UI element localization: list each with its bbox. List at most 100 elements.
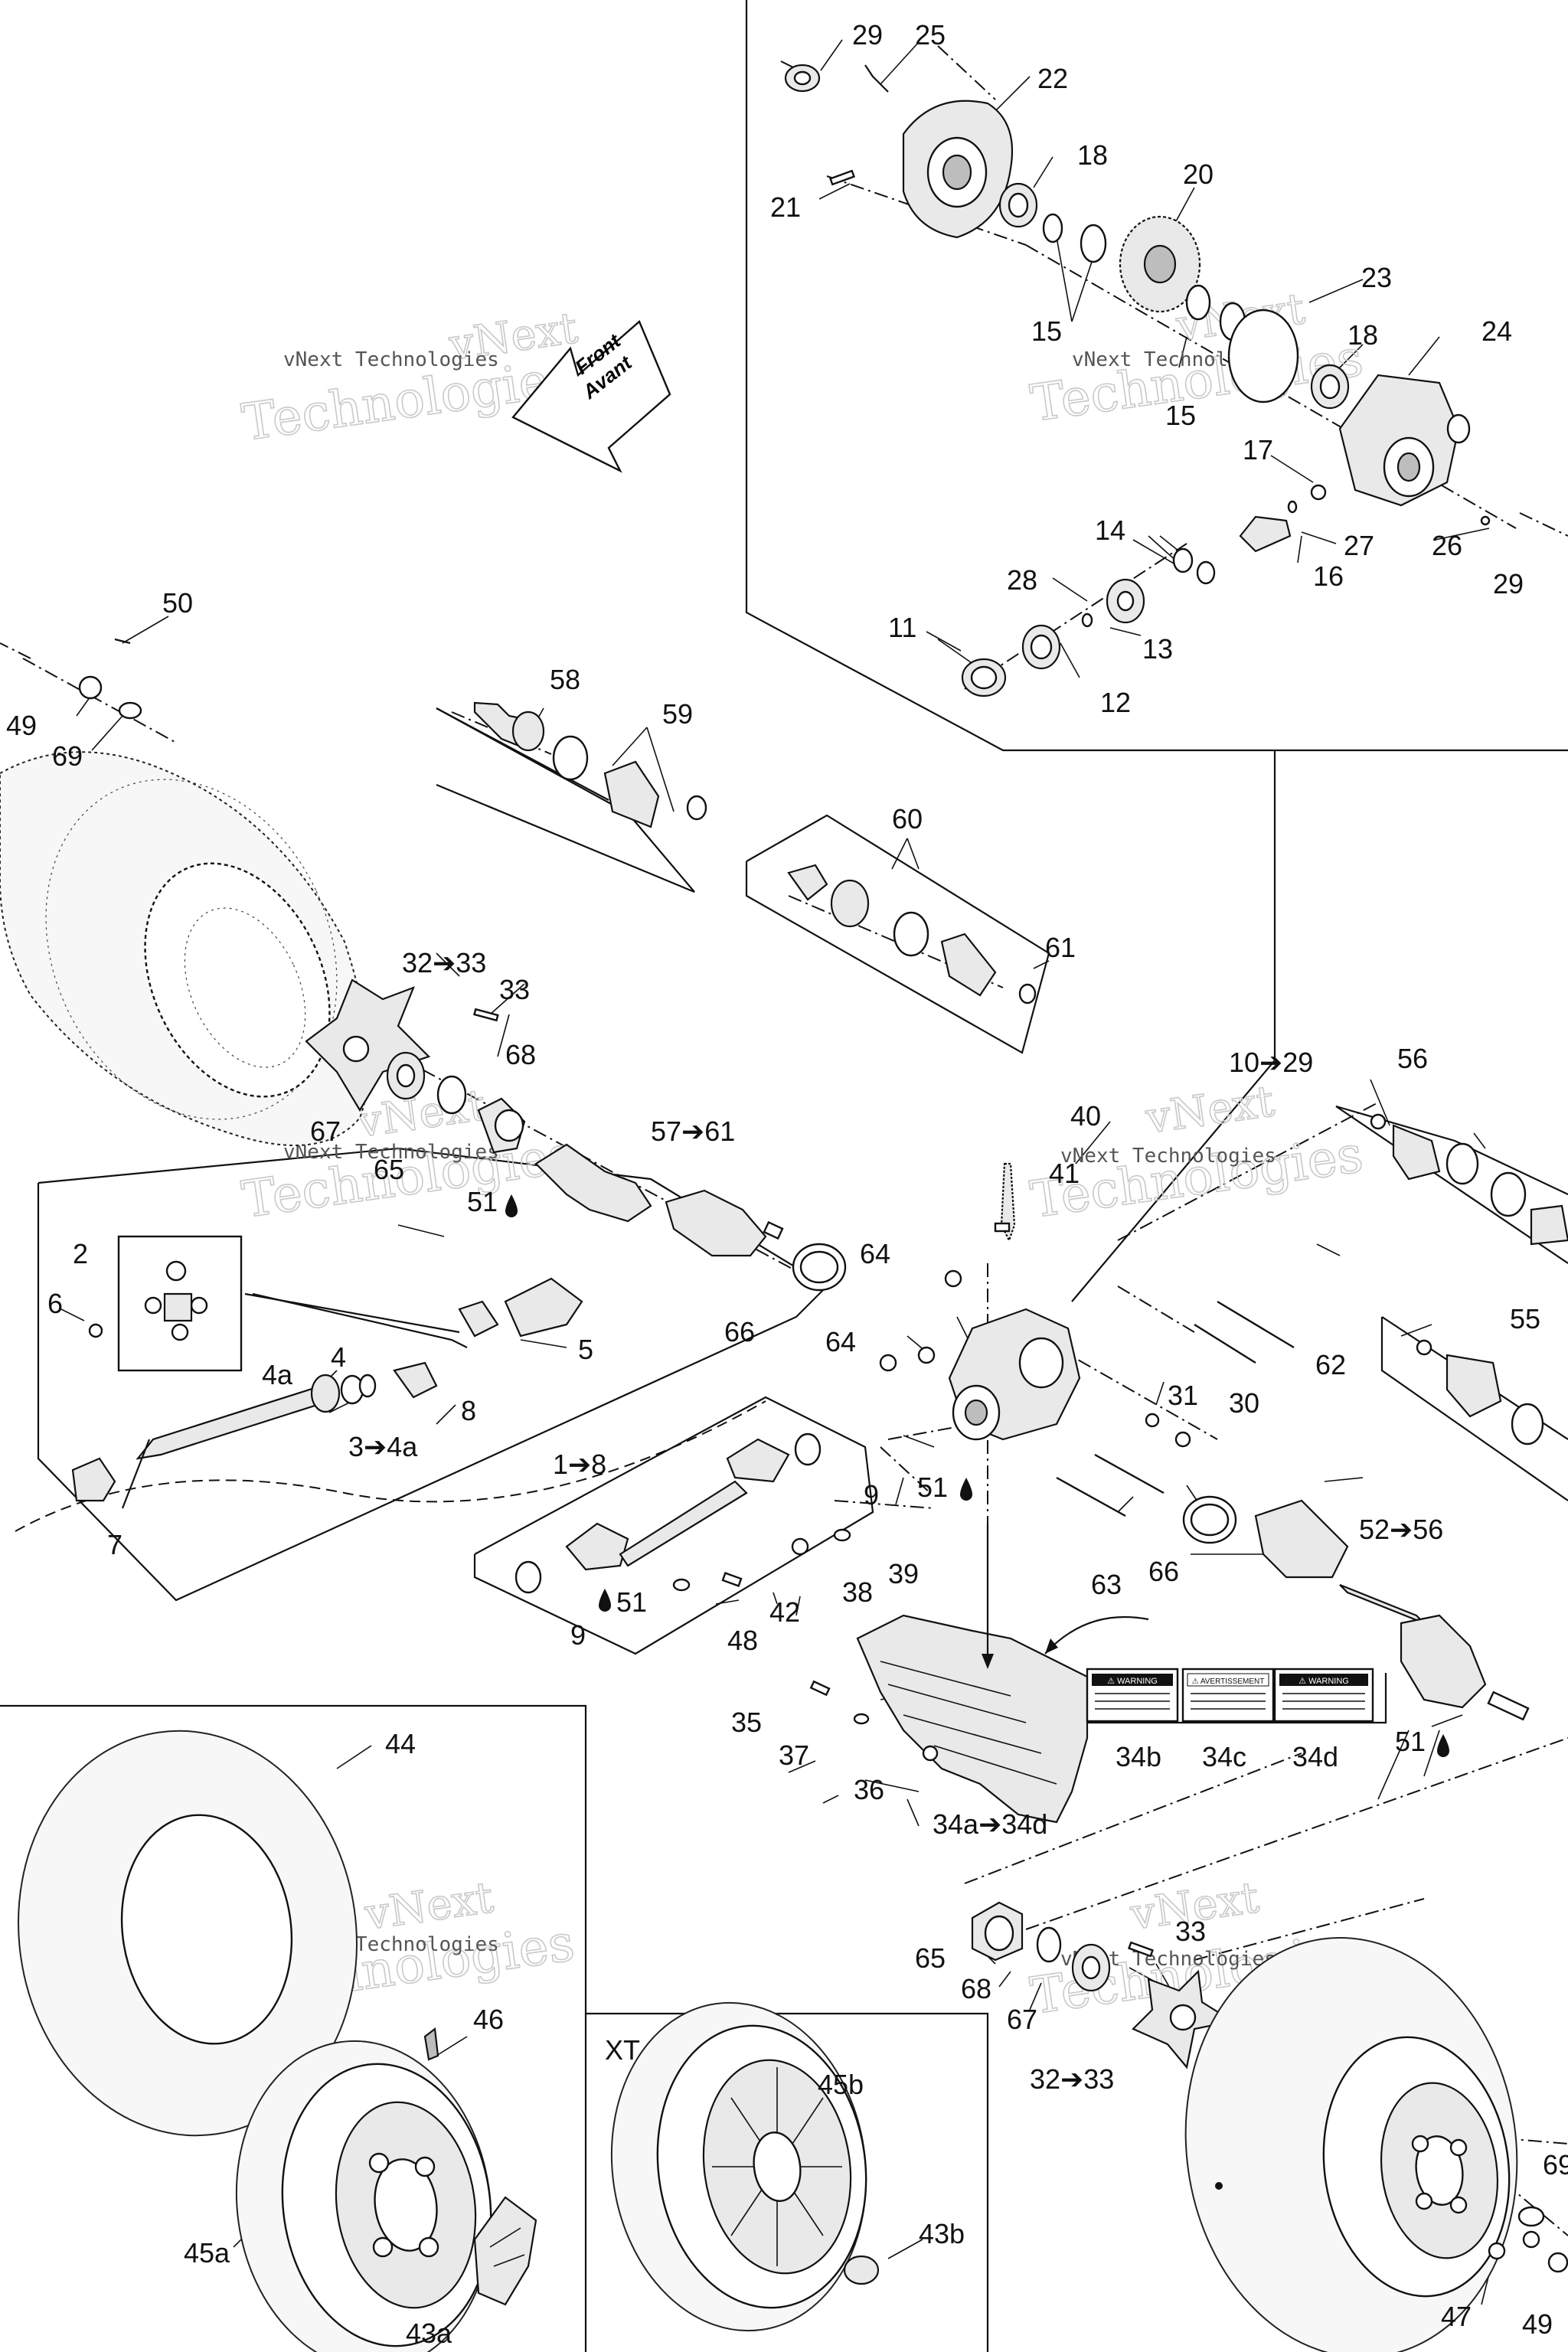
oil-drop-icon	[599, 1589, 611, 1612]
bolt-33a	[473, 1008, 499, 1022]
callout-66: 66	[1148, 1556, 1179, 1587]
callout-58: 58	[550, 664, 580, 695]
callout-31: 31	[1168, 1380, 1198, 1411]
callout-30: 30	[1229, 1387, 1259, 1419]
lower-right-wheel	[1184, 1937, 1568, 2352]
callout-42: 42	[769, 1596, 800, 1628]
callout-45a: 45a	[184, 2237, 230, 2269]
callout-17: 17	[1243, 434, 1273, 466]
callout-27: 27	[1344, 530, 1374, 561]
callout-64: 64	[825, 1326, 856, 1357]
nut-64b	[879, 1354, 897, 1372]
callout-60: 60	[892, 803, 923, 835]
joint-cage	[940, 933, 997, 997]
clip-56	[1370, 1113, 1387, 1130]
shim-15a	[1042, 213, 1063, 243]
callout-12: 12	[1100, 687, 1131, 718]
callout-49: 49	[1522, 2308, 1553, 2340]
callout-32-33: 32➔33	[1030, 2063, 1114, 2095]
callout-37: 37	[779, 1740, 809, 1771]
shim-15b	[1185, 284, 1211, 321]
callout-5: 5	[578, 1334, 593, 1365]
callout-65: 65	[915, 1942, 946, 1974]
callout-1-8: 1➔8	[553, 1449, 606, 1480]
differential-parts	[784, 64, 1491, 697]
callout-43b: 43b	[919, 2218, 965, 2249]
callout-44: 44	[385, 1728, 416, 1759]
bolt-33b	[1127, 1941, 1155, 1958]
valve-46	[423, 2027, 439, 2061]
nut-17	[1310, 484, 1327, 501]
lubricant-drop-icons	[505, 1194, 1449, 1757]
cv-joint-52a	[1254, 1499, 1349, 1579]
clip-55	[1416, 1339, 1432, 1356]
bolt-21	[828, 169, 856, 186]
svg-text:⚠ WARNING: ⚠ WARNING	[1298, 1677, 1349, 1686]
callout-2: 2	[73, 1238, 88, 1269]
flange-8	[458, 1300, 499, 1338]
callout-69: 69	[1543, 2149, 1568, 2180]
cotter-pin-50	[114, 638, 131, 645]
callout-8: 8	[461, 1395, 476, 1426]
nut-30	[1174, 1431, 1191, 1448]
callout-59: 59	[662, 698, 693, 730]
callout-67: 67	[1007, 2004, 1037, 2035]
callout-29: 29	[1493, 568, 1524, 599]
callout-33: 33	[499, 974, 530, 1005]
nut-49b	[1547, 2252, 1568, 2273]
plug-26	[1480, 515, 1491, 526]
yoke-1a	[726, 1438, 790, 1483]
callout-6: 6	[47, 1288, 63, 1319]
callout-4: 4	[331, 1341, 346, 1373]
callout-34d: 34d	[1292, 1741, 1338, 1772]
watermark-text-small: vNext Technologies	[283, 1141, 499, 1164]
ring-27	[1287, 500, 1298, 514]
callout-14: 14	[1095, 514, 1125, 546]
watermark-text-small: vNext Technologies	[1060, 1145, 1276, 1168]
callout-51: 51	[917, 1472, 948, 1503]
callout-10-29: 10➔29	[1229, 1047, 1313, 1078]
callout-labels: 29 25 22 18 21 20 15 23 18 24 15 17 14 2…	[6, 19, 1568, 2349]
o-ring-23	[1227, 309, 1299, 403]
callout-38: 38	[842, 1576, 873, 1608]
bolt-63b	[1056, 1476, 1126, 1517]
cap-43a	[473, 2196, 537, 2306]
svg-text:⚠ WARNING: ⚠ WARNING	[1107, 1677, 1158, 1686]
sleeve-9a	[794, 1432, 822, 1466]
callout-51: 51	[1395, 1726, 1426, 1757]
callout-56: 56	[1397, 1043, 1428, 1074]
cv-joint-57b	[665, 1189, 767, 1257]
callout-67: 67	[310, 1116, 341, 1147]
u-joint-kit-box-2	[117, 1235, 243, 1372]
callout-24: 24	[1481, 315, 1512, 347]
callout-63: 63	[1091, 1569, 1122, 1600]
upper-left-tire	[0, 638, 370, 1146]
nut-64a	[944, 1269, 962, 1288]
svg-text:⚠ AVERTISSEMENT: ⚠ AVERTISSEMENT	[1192, 1677, 1265, 1686]
callout-29: 29	[852, 19, 883, 51]
nut-36	[922, 1745, 939, 1762]
callout-48: 48	[727, 1625, 758, 1656]
oil-drop-icon	[505, 1194, 518, 1217]
callout-68: 68	[961, 1973, 991, 2004]
yoke-1b	[565, 1522, 629, 1571]
callout-11: 11	[888, 612, 916, 643]
callout-16: 16	[1313, 560, 1344, 592]
boot-59	[603, 760, 660, 828]
callout-15: 15	[1165, 400, 1196, 431]
bearing-60	[830, 879, 870, 928]
callout-40: 40	[1070, 1100, 1101, 1132]
callout-52-56: 52➔56	[1359, 1514, 1443, 1545]
xt-variant-wheel	[610, 2001, 880, 2332]
ring-68a	[436, 1075, 467, 1115]
callout-15: 15	[1031, 315, 1062, 347]
callout-34c: 34c	[1202, 1741, 1246, 1772]
center-drive-shaft	[514, 1432, 851, 1594]
callout-28: 28	[1007, 564, 1037, 596]
ring-68b	[1036, 1926, 1062, 1963]
callout-25: 25	[915, 19, 946, 51]
callout-26: 26	[1432, 530, 1462, 561]
callout-35: 35	[731, 1707, 762, 1738]
pinion-16	[1239, 515, 1292, 553]
